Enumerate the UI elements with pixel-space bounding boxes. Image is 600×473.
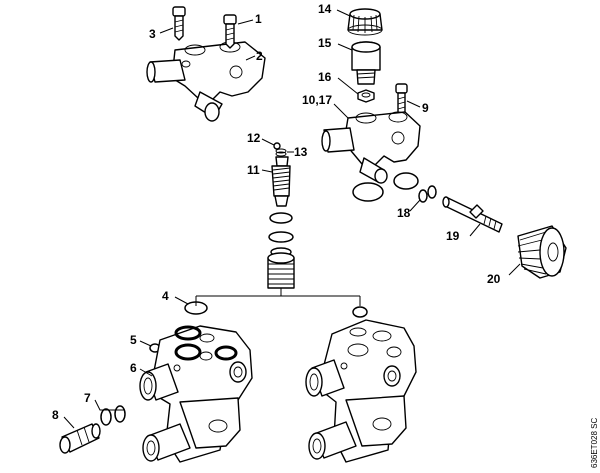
o-ring-center-upper [269,212,293,224]
label-4: 4 [162,289,169,303]
label-14: 14 [318,2,332,16]
valve-cartridge [267,247,295,289]
label-10-17: 10,17 [302,93,332,107]
label-13: 13 [294,145,308,159]
label-12: 12 [247,131,261,145]
o-ring-cover-left [352,182,384,202]
knob-part-14 [347,8,383,36]
nut-part-16 [357,89,375,103]
label-5: 5 [130,333,137,347]
connector-part-8 [59,423,101,454]
label-1: 1 [255,12,262,26]
shaft-part-19 [442,196,503,233]
valve-cover-right [321,111,421,184]
label-2: 2 [256,49,263,63]
drawing-code: 636ET028 SC [590,418,599,468]
o-rings-part-7 [100,405,126,426]
screw-part-1 [223,14,237,49]
label-7: 7 [84,391,91,405]
label-15: 15 [318,36,332,50]
assembly-bracket [195,288,361,306]
pump-head-left [139,325,253,463]
label-18: 18 [397,206,411,220]
label-11: 11 [247,163,260,177]
o-ring-right-head [352,306,368,318]
label-9: 9 [422,101,429,115]
valve-part-11 [271,156,291,207]
ball-part-12 [273,142,281,150]
screw-part-3 [172,6,186,41]
label-20: 20 [487,272,501,286]
pump-head-right [305,319,417,463]
label-16: 16 [318,70,332,84]
label-19: 19 [446,229,460,243]
label-6: 6 [130,361,137,375]
gear-part-20 [517,225,567,279]
valve-cover-left [146,41,266,122]
label-3: 3 [149,27,156,41]
o-rings-part-18 [418,185,437,203]
o-ring-cover-right [393,172,419,190]
o-ring-part-4 [184,301,208,315]
sleeve-part-15 [351,41,381,85]
spring-part-13 [275,148,287,157]
o-ring-center-lower [268,231,294,243]
label-8: 8 [52,408,59,422]
